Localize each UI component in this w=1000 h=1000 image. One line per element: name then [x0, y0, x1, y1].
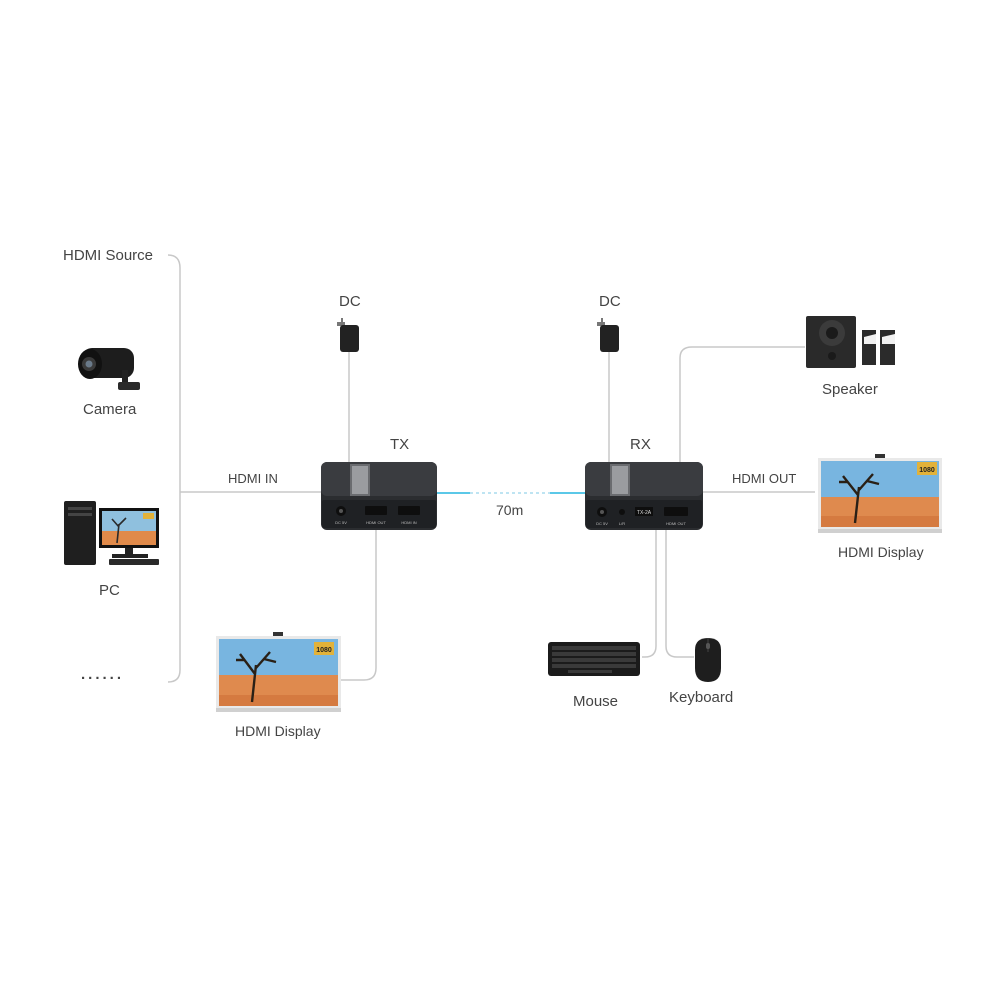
pc-icon [64, 501, 159, 565]
keyboard-icon [548, 642, 640, 676]
distance-label: 70m [496, 502, 524, 518]
tx-device-icon: DC 5V HDMI OUT HDMI IN [321, 462, 437, 530]
rx-label: RX [630, 436, 651, 453]
rx-speaker-line [679, 346, 805, 462]
speaker-label: Speaker [822, 381, 878, 398]
more-sources-ellipsis: ...... [81, 666, 125, 683]
hdmi-out-label: HDMI OUT [732, 471, 797, 486]
hdmi-source-label: HDMI Source [63, 247, 154, 264]
mouse-label: Mouse [573, 693, 619, 710]
tx-dc-label: DC [339, 293, 361, 310]
left-display-badge: 1080 [316, 647, 332, 654]
hdmi-in-label: HDMI IN [228, 471, 278, 486]
left-display-icon: 1080 [216, 632, 341, 712]
rx-port-out-label: HDMI OUT [666, 521, 686, 526]
rx-port-usb-label: TX-2A [637, 510, 652, 516]
rx-dc-label: DC [599, 293, 621, 310]
rx-port-ir-label: L/R [619, 521, 625, 526]
source-bracket-line [167, 254, 181, 683]
rx-keyboard-line [642, 530, 657, 658]
tx-local-out-line [340, 530, 377, 681]
right-hdmi-display-label: HDMI Display [838, 544, 924, 560]
rx-mouse-line [665, 530, 694, 658]
tx-dc-adapter-icon [337, 318, 359, 352]
camera-label: Camera [83, 401, 137, 418]
left-hdmi-display-label: HDMI Display [235, 723, 321, 739]
rx-dc-adapter-icon [597, 318, 619, 352]
tx-port-in-label: HDMI IN [401, 520, 416, 525]
tx-port-dc-label: DC 5V [335, 520, 347, 525]
tx-label: TX [390, 436, 410, 453]
right-display-badge: 1080 [919, 467, 935, 474]
rx-device-icon: TX-2A DC 5V L/R HDMI OUT [585, 462, 703, 530]
pc-label: PC [99, 582, 120, 599]
camera-icon [78, 348, 140, 390]
speaker-icon [806, 316, 895, 368]
rx-port-dc-label: DC 5V [596, 521, 608, 526]
keyboard-label: Keyboard [669, 689, 734, 706]
tx-port-out-label: HDMI OUT [366, 520, 386, 525]
mouse-icon [695, 638, 721, 682]
right-display-icon: 1080 [818, 454, 942, 533]
